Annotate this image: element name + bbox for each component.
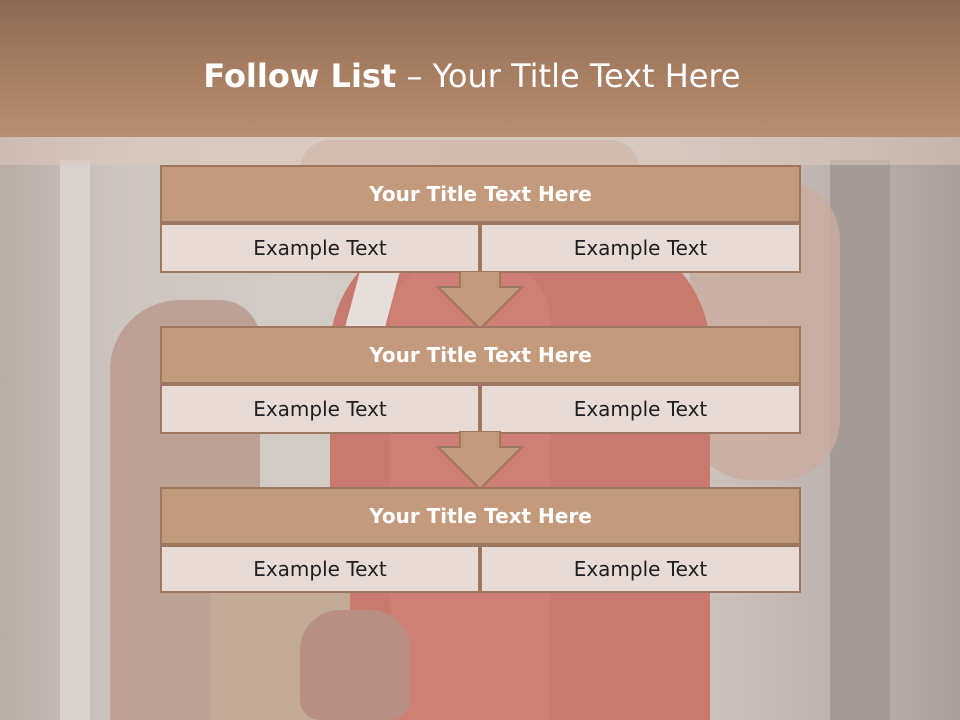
down-arrow-icon [436, 271, 524, 331]
page-title: Follow List – Your Title Text Here [0, 54, 944, 98]
page-title-bold: Follow List [203, 57, 397, 95]
header-strip [0, 137, 960, 165]
step-title: Your Title Text Here [160, 326, 801, 384]
step-cell-left: Example Text [160, 223, 480, 273]
header-band: Follow List – Your Title Text Here [0, 0, 960, 137]
step-cell-left: Example Text [160, 545, 480, 593]
step-title: Your Title Text Here [160, 487, 801, 545]
page-title-rest: – Your Title Text Here [396, 57, 741, 95]
step-cell-right: Example Text [480, 223, 801, 273]
step-cell-left: Example Text [160, 384, 480, 434]
step-title: Your Title Text Here [160, 165, 801, 223]
step-cell-right: Example Text [480, 545, 801, 593]
step-cell-right: Example Text [480, 384, 801, 434]
down-arrow-icon [436, 431, 524, 491]
